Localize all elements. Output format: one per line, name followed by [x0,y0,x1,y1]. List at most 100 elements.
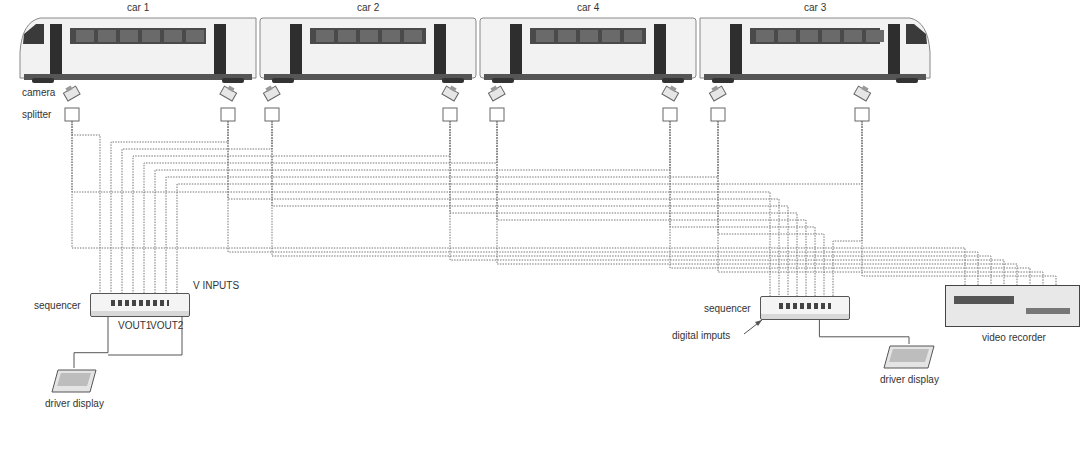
camera-symbol [708,84,726,101]
video-wire [177,121,862,293]
drawing-part [669,86,676,92]
node-label: sequencer [34,300,81,312]
drawing-part [65,86,72,92]
bogie [492,78,514,83]
window [98,30,116,42]
video-wire [144,121,497,293]
video-wire [450,121,1004,285]
door [50,24,62,74]
window [778,30,796,42]
recorder-box: video recorder [945,285,1080,327]
connector [819,320,909,344]
video-wire [497,121,1017,285]
train-car [260,18,476,83]
splitter-box [711,108,725,121]
window [164,30,182,42]
splitter-box [221,108,235,121]
window [844,30,862,42]
door [888,24,900,74]
splitter-box [490,108,504,121]
drawing-part [227,86,234,92]
drawing-part [263,86,280,101]
sequencer-box: sequencer [760,296,850,320]
signal-name: digital imputs [672,330,730,342]
display-symbol [882,344,936,370]
video-wire [670,121,1030,285]
underframe [484,74,692,80]
sequencer-buttons [779,303,832,309]
arrowhead [755,320,762,326]
camera-symbol [662,84,680,101]
cab-window [23,24,44,44]
door [730,24,742,74]
splitter-box [855,108,869,121]
video-wire [450,121,797,296]
camera-symbol [442,84,460,101]
node-label: car 4 [577,2,599,14]
window [76,30,94,42]
drawing-part [662,86,679,101]
door [510,24,522,74]
display-box: driver display [50,368,98,394]
underframe [704,74,926,80]
bogie [442,78,464,83]
cab-window [906,24,927,44]
window [756,30,774,42]
window [338,30,356,42]
window [800,30,818,42]
drawing-part [490,86,497,92]
video-wire [122,121,272,293]
video-wire [111,121,228,293]
legend-label: splitter [22,109,51,121]
drawing-part [442,86,459,101]
underframe [24,74,252,80]
video-wire [272,121,788,296]
window-band [310,28,426,44]
door [654,24,666,74]
drawing-part [709,86,726,101]
window [866,30,884,42]
car-body [480,18,696,78]
display-symbol [50,368,98,394]
display-screen [57,373,91,386]
camera-symbol [854,84,872,101]
underframe [264,74,472,80]
window [822,30,840,42]
car-body [260,18,476,78]
window [360,30,378,42]
node-label: car 3 [804,2,826,14]
window [602,30,620,42]
video-wire [718,121,1043,285]
train-car [700,18,930,83]
window [316,30,334,42]
display-outline [52,370,96,392]
display-box: driver display [882,344,936,370]
sequencer-box: sequencer [90,293,190,317]
node-label: driver display [880,374,939,386]
recorder-front [954,296,1014,304]
display-outline [884,346,934,368]
splitter-box [265,108,279,121]
video-wire [497,121,806,296]
video-wire [833,121,862,296]
drawing-part [265,86,272,92]
signal-name: VOUT1 [118,320,151,332]
node-label: sequencer [704,303,751,315]
video-wire [133,121,450,293]
splitter-box [663,108,677,121]
drawing-part [449,86,456,92]
video-wire [155,121,670,293]
window [186,30,204,42]
window [624,30,642,42]
drawing-part [220,86,237,101]
video-wire [272,121,991,285]
train-car: car 1 [18,2,258,84]
window [142,30,160,42]
drawing-part [488,86,505,101]
video-wire [862,121,1056,285]
video-wire [228,121,779,296]
train-car [20,18,256,83]
camera-symbol [220,84,238,101]
